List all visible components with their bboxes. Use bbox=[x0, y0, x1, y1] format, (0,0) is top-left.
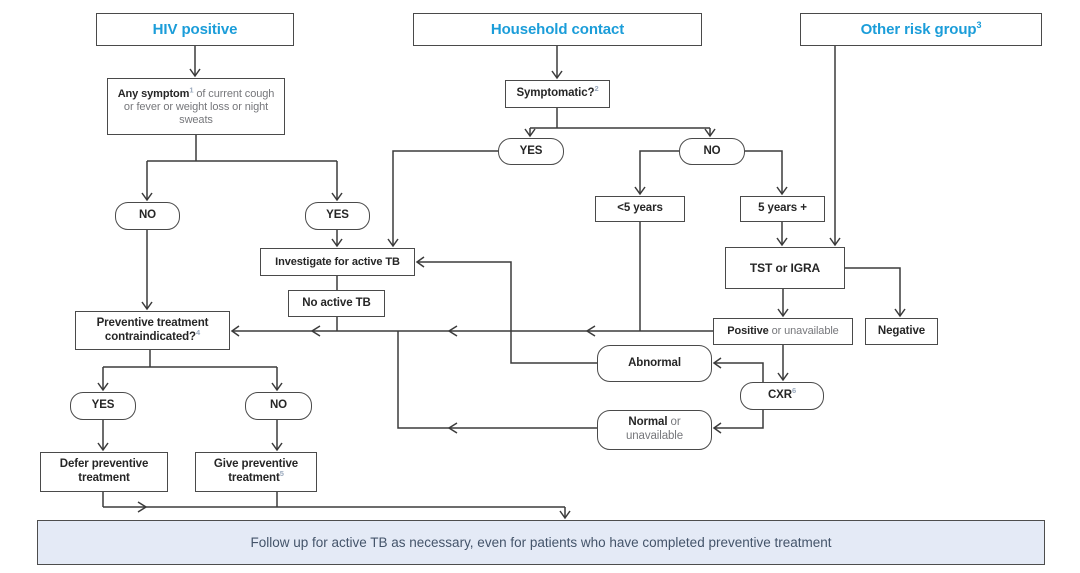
node-hiv-yes: YES bbox=[305, 202, 370, 230]
footnote-1: 1 bbox=[189, 85, 194, 95]
node-tst-negative-label: Negative bbox=[877, 324, 926, 337]
footnote-3: 3 bbox=[976, 20, 982, 31]
node-tst-or-igra: TST or IGRA bbox=[725, 247, 845, 289]
node-give-preventive-treatment: Give preventive treatment5 bbox=[195, 452, 317, 492]
node-cxr-normal-line2: unavailable bbox=[625, 430, 684, 442]
node-hiv-yes-label: YES bbox=[326, 209, 349, 222]
node-cxr-label: CXR6 bbox=[767, 386, 797, 402]
node-contraindicated-no-label: NO bbox=[269, 399, 288, 412]
node-any-symptom-rest: of current cough or fever or weight loss… bbox=[123, 88, 275, 126]
node-symptomatic-label: Symptomatic?2 bbox=[516, 84, 599, 100]
node-contraindicated-line2: contraindicated?4 bbox=[104, 327, 201, 343]
node-defer-preventive-treatment: Defer preventive treatment bbox=[40, 452, 168, 492]
node-cxr-abnormal: Abnormal bbox=[597, 345, 712, 382]
node-preventive-treatment-contraindicated: Preventive treatment contraindicated?4 bbox=[75, 311, 230, 350]
node-defer-line2: treatment bbox=[78, 472, 130, 484]
node-household-no-label: NO bbox=[703, 144, 721, 157]
node-under-5-years-label: <5 years bbox=[617, 202, 663, 215]
footnote-2: 2 bbox=[594, 84, 599, 94]
node-tst-or-igra-label: TST or IGRA bbox=[749, 260, 821, 275]
node-contraindicated-line1: Preventive treatment bbox=[96, 316, 209, 329]
node-no-active-tb: No active TB bbox=[288, 290, 385, 317]
node-hiv-no: NO bbox=[115, 202, 180, 230]
node-cxr-normal: Normal or unavailable bbox=[597, 410, 712, 450]
node-household-yes: YES bbox=[498, 138, 564, 165]
header-hiv-positive: HIV positive bbox=[96, 13, 294, 46]
header-hiv-positive-label: HIV positive bbox=[152, 20, 238, 38]
node-symptomatic: Symptomatic?2 bbox=[505, 80, 610, 108]
node-contraindicated-no: NO bbox=[245, 392, 312, 420]
node-under-5-years: <5 years bbox=[595, 196, 685, 222]
node-cxr: CXR6 bbox=[740, 382, 824, 410]
footnote-4: 4 bbox=[195, 327, 201, 337]
header-household-contact-label: Household contact bbox=[490, 20, 625, 38]
node-give-line1: Give preventive bbox=[213, 458, 299, 471]
header-other-risk-group: Other risk group3 bbox=[800, 13, 1042, 46]
node-household-yes-label: YES bbox=[519, 144, 543, 157]
node-give-line2: treatment5 bbox=[228, 469, 284, 484]
header-other-risk-group-label: Other risk group3 bbox=[860, 20, 982, 39]
node-any-symptom: Any symptom1 of current cough or fever o… bbox=[107, 78, 285, 135]
node-5-years-plus: 5 years + bbox=[740, 196, 825, 222]
node-hiv-no-label: NO bbox=[138, 209, 157, 222]
node-investigate-label: Investigate for active TB bbox=[275, 255, 400, 268]
node-any-symptom-bold: Any symptom bbox=[117, 88, 190, 100]
node-household-no: NO bbox=[679, 138, 745, 165]
node-tst-negative: Negative bbox=[865, 318, 938, 345]
node-no-active-tb-label: No active TB bbox=[302, 296, 371, 309]
tst-branch-lines bbox=[712, 46, 906, 434]
footnote-6: 6 bbox=[791, 386, 797, 396]
node-tst-positive: Positive or unavailable bbox=[713, 318, 853, 345]
header-household-contact: Household contact bbox=[413, 13, 702, 46]
node-defer-line1: Defer preventive bbox=[59, 458, 149, 471]
node-contraindicated-yes-label: YES bbox=[91, 399, 115, 412]
footer-banner: Follow up for active TB as necessary, ev… bbox=[37, 520, 1045, 565]
footer-banner-text: Follow up for active TB as necessary, ev… bbox=[250, 534, 832, 550]
node-investigate-active-tb: Investigate for active TB bbox=[260, 248, 415, 276]
node-cxr-abnormal-label: Abnormal bbox=[628, 356, 681, 369]
node-cxr-normal-line1: Normal or bbox=[628, 416, 681, 429]
treatment-branch-lines bbox=[97, 350, 571, 520]
footnote-5: 5 bbox=[279, 469, 284, 479]
node-contraindicated-yes: YES bbox=[70, 392, 136, 420]
node-tst-positive-label: Positive or unavailable bbox=[727, 325, 839, 338]
node-5-years-plus-label: 5 years + bbox=[758, 202, 807, 215]
